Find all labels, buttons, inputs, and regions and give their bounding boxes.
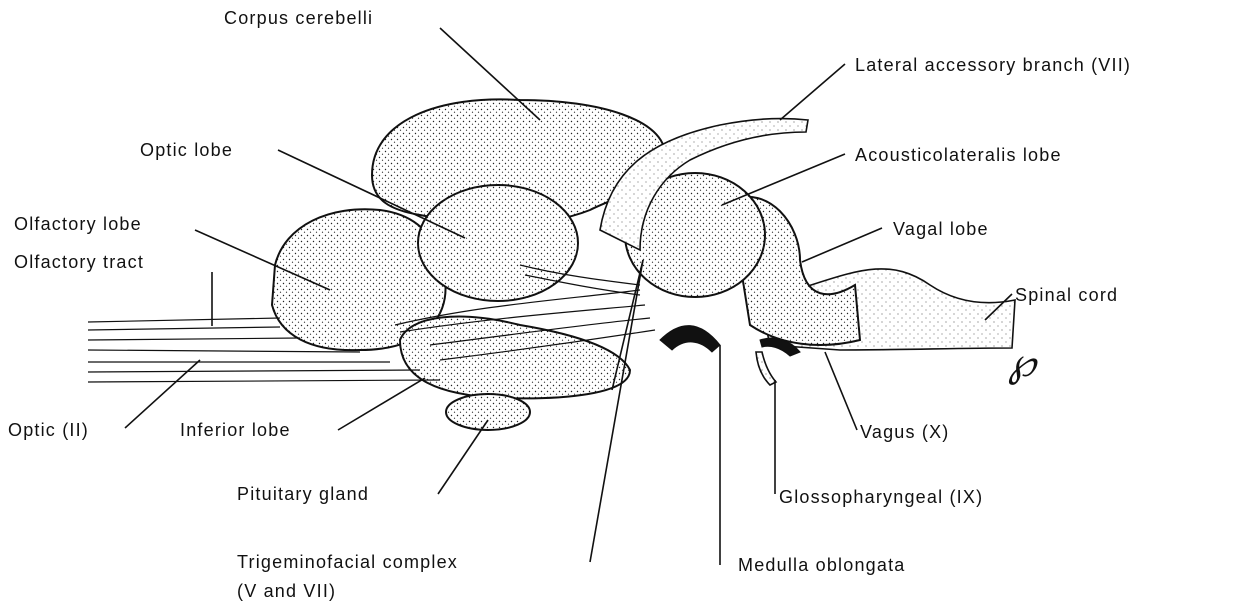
vagus-nerve-stub xyxy=(756,352,776,385)
label-pituitary-gland: Pituitary gland xyxy=(237,484,369,504)
label-spinal-cord: Spinal cord xyxy=(1015,285,1118,305)
inferior-lobe-shape xyxy=(400,317,630,399)
leader-pituitary xyxy=(438,420,488,494)
label-medulla-oblongata: Medulla oblongata xyxy=(738,555,906,575)
label-trigeminofacial-line1: Trigeminofacial complex xyxy=(237,552,458,572)
leader-optic-nerve xyxy=(125,360,200,428)
leader-vagal-lobe xyxy=(802,228,882,262)
optic-lobe-shape xyxy=(418,185,578,301)
leader-trigeminofacial xyxy=(590,260,643,562)
label-vagal-lobe: Vagal lobe xyxy=(893,219,989,239)
label-optic-lobe: Optic lobe xyxy=(140,140,233,160)
label-olfactory-lobe: Olfactory lobe xyxy=(14,214,142,234)
label-olfactory-tract: Olfactory tract xyxy=(14,252,144,272)
label-glossopharyngeal: Glossopharyngeal (IX) xyxy=(779,487,983,507)
label-trigeminofacial-line2: (V and VII) xyxy=(237,581,336,601)
label-corpus-cerebelli: Corpus cerebelli xyxy=(224,8,373,28)
label-lateral-accessory-branch: Lateral accessory branch (VII) xyxy=(855,55,1131,75)
label-optic-nerve: Optic (II) xyxy=(8,420,89,440)
medulla-oblongata-dark xyxy=(660,326,720,352)
label-acousticolateralis-lobe: Acousticolateralis lobe xyxy=(855,145,1062,165)
leader-acousticolateralis xyxy=(722,154,845,205)
pituitary-gland-shape xyxy=(446,394,530,430)
label-vagus: Vagus (X) xyxy=(860,422,950,442)
leader-inferior-lobe xyxy=(338,378,425,430)
label-inferior-lobe: Inferior lobe xyxy=(180,420,291,440)
artist-monogram-icon: ℘ xyxy=(1008,340,1036,386)
leader-vagus xyxy=(825,352,857,430)
leader-lateral-accessory xyxy=(780,64,845,120)
